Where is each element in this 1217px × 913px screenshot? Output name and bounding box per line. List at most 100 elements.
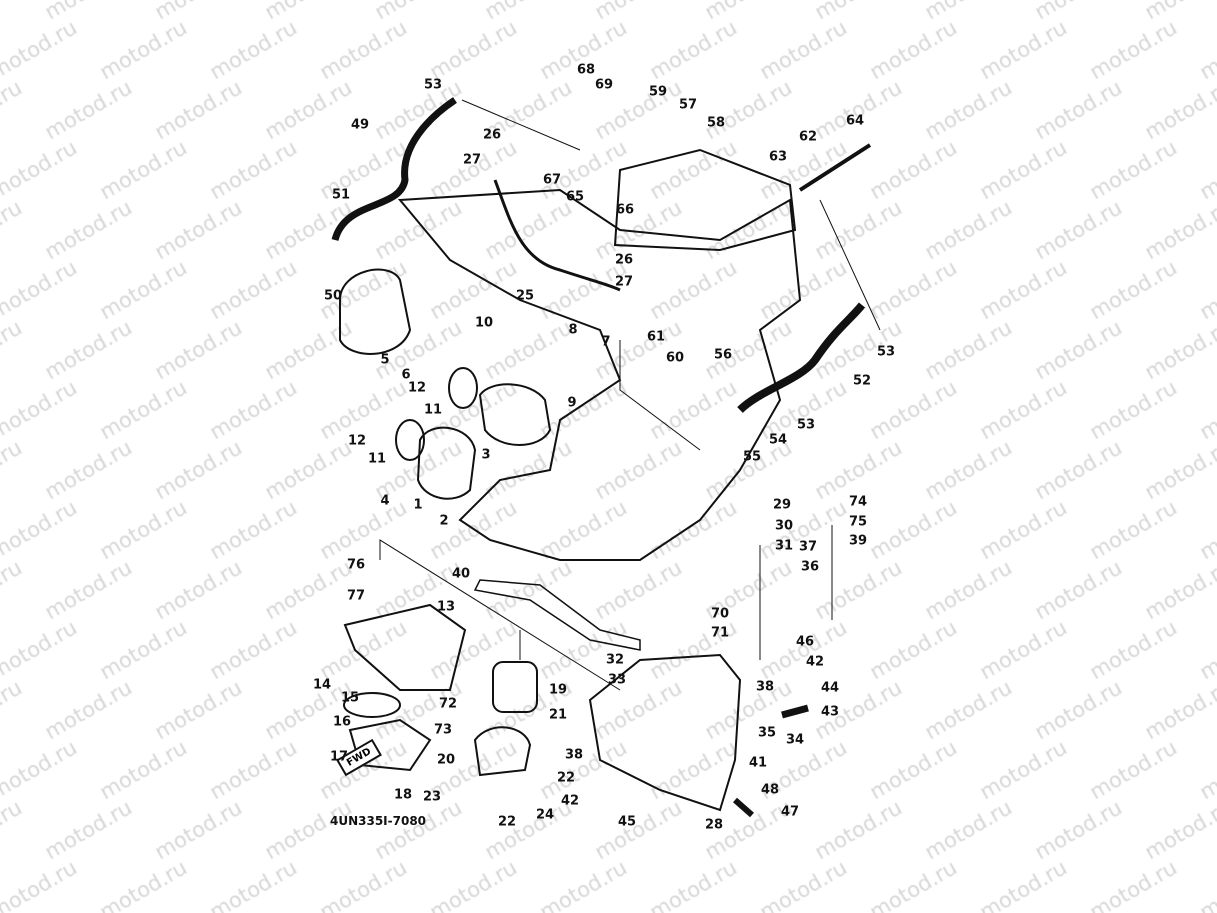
part-callout-12: 12 — [347, 433, 367, 449]
drain-bolt-47 — [733, 797, 754, 818]
part-callout-72: 72 — [438, 696, 458, 712]
part-callout-58: 58 — [706, 115, 726, 131]
breather-hose-49 — [331, 97, 457, 242]
part-callout-47: 47 — [780, 804, 800, 820]
part-callout-62: 62 — [798, 129, 818, 145]
part-callout-27: 27 — [614, 274, 634, 290]
part-callout-54: 54 — [768, 432, 788, 448]
part-callout-2: 2 — [439, 513, 449, 529]
part-callout-37: 37 — [798, 539, 818, 555]
part-callout-42: 42 — [560, 793, 580, 809]
part-callout-28: 28 — [704, 817, 724, 833]
part-callout-27: 27 — [462, 152, 482, 168]
part-callout-30: 30 — [774, 518, 794, 534]
part-callout-13: 13 — [436, 599, 456, 615]
part-callout-9: 9 — [567, 395, 577, 411]
leader-lines — [379, 99, 881, 691]
part-callout-24: 24 — [535, 807, 555, 823]
part-callout-55: 55 — [742, 449, 762, 465]
part-callout-21: 21 — [548, 707, 568, 723]
part-callout-68: 68 — [576, 62, 596, 78]
part-callout-60: 60 — [665, 350, 685, 366]
part-callout-34: 34 — [785, 732, 805, 748]
engine-crankcase-outline — [397, 188, 802, 561]
part-callout-64: 64 — [845, 113, 865, 129]
gear-11-lower — [395, 419, 425, 461]
part-callout-48: 48 — [760, 782, 780, 798]
part-callout-41: 41 — [748, 755, 768, 771]
part-callout-26: 26 — [614, 252, 634, 268]
cylinder-head-cover — [613, 148, 797, 252]
part-callout-17: 17 — [329, 749, 349, 765]
part-callout-75: 75 — [848, 514, 868, 530]
part-callout-38: 38 — [564, 747, 584, 763]
part-callout-8: 8 — [568, 322, 578, 338]
filter-housing-20 — [473, 726, 532, 777]
part-callout-5: 5 — [380, 352, 390, 368]
cover-50 — [339, 268, 412, 355]
gear-11-upper — [448, 367, 478, 409]
part-callout-53: 53 — [876, 344, 896, 360]
oil-cooler-1 — [416, 426, 477, 500]
part-callout-69: 69 — [594, 77, 614, 93]
part-callout-39: 39 — [848, 533, 868, 549]
oil-pan-28 — [588, 653, 742, 812]
drawing-code: 4UN335I-7080 — [330, 814, 427, 828]
part-callout-36: 36 — [800, 559, 820, 575]
part-callout-74: 74 — [848, 494, 868, 510]
part-callout-45: 45 — [617, 814, 637, 830]
part-callout-22: 22 — [497, 814, 517, 830]
part-callout-11: 11 — [367, 451, 387, 467]
gasket-16 — [343, 692, 401, 718]
part-callout-46: 46 — [795, 634, 815, 650]
part-callout-20: 20 — [436, 752, 456, 768]
part-callout-53: 53 — [796, 417, 816, 433]
part-callout-52: 52 — [852, 373, 872, 389]
part-callout-11: 11 — [423, 402, 443, 418]
part-callout-73: 73 — [433, 722, 453, 738]
part-callout-18: 18 — [393, 787, 413, 803]
part-callout-70: 70 — [710, 606, 730, 622]
part-callout-6: 6 — [401, 367, 411, 383]
part-callout-42: 42 — [805, 654, 825, 670]
part-callout-77: 77 — [346, 588, 366, 604]
part-callout-31: 31 — [774, 538, 794, 554]
part-callout-14: 14 — [312, 677, 332, 693]
part-callout-71: 71 — [710, 625, 730, 641]
part-callout-16: 16 — [332, 714, 352, 730]
part-callout-43: 43 — [820, 704, 840, 720]
part-callout-76: 76 — [346, 557, 366, 573]
part-callout-7: 7 — [601, 334, 611, 350]
dipstick-62 — [798, 143, 872, 192]
oil-pump — [478, 383, 552, 446]
part-callout-1: 1 — [413, 497, 423, 513]
part-callout-19: 19 — [548, 682, 568, 698]
part-callout-65: 65 — [565, 189, 585, 205]
strainer-13 — [343, 603, 467, 691]
part-callout-25: 25 — [515, 288, 535, 304]
part-callout-23: 23 — [422, 789, 442, 805]
oil-filter-19 — [492, 661, 538, 713]
sensor-34 — [781, 704, 809, 719]
part-callout-50: 50 — [323, 288, 343, 304]
part-callout-57: 57 — [678, 97, 698, 113]
part-callout-15: 15 — [340, 690, 360, 706]
part-callout-38: 38 — [755, 679, 775, 695]
part-callout-67: 67 — [542, 172, 562, 188]
part-callout-40: 40 — [451, 566, 471, 582]
part-callout-26: 26 — [482, 127, 502, 143]
part-callout-49: 49 — [350, 117, 370, 133]
part-callout-29: 29 — [772, 497, 792, 513]
oil-pipe-25 — [493, 179, 621, 292]
part-callout-56: 56 — [713, 347, 733, 363]
part-callout-63: 63 — [768, 149, 788, 165]
part-callout-35: 35 — [757, 725, 777, 741]
part-callout-3: 3 — [481, 447, 491, 463]
part-callout-59: 59 — [648, 84, 668, 100]
part-callout-33: 33 — [607, 672, 627, 688]
part-callout-51: 51 — [331, 187, 351, 203]
part-callout-10: 10 — [474, 315, 494, 331]
part-callout-4: 4 — [380, 493, 390, 509]
